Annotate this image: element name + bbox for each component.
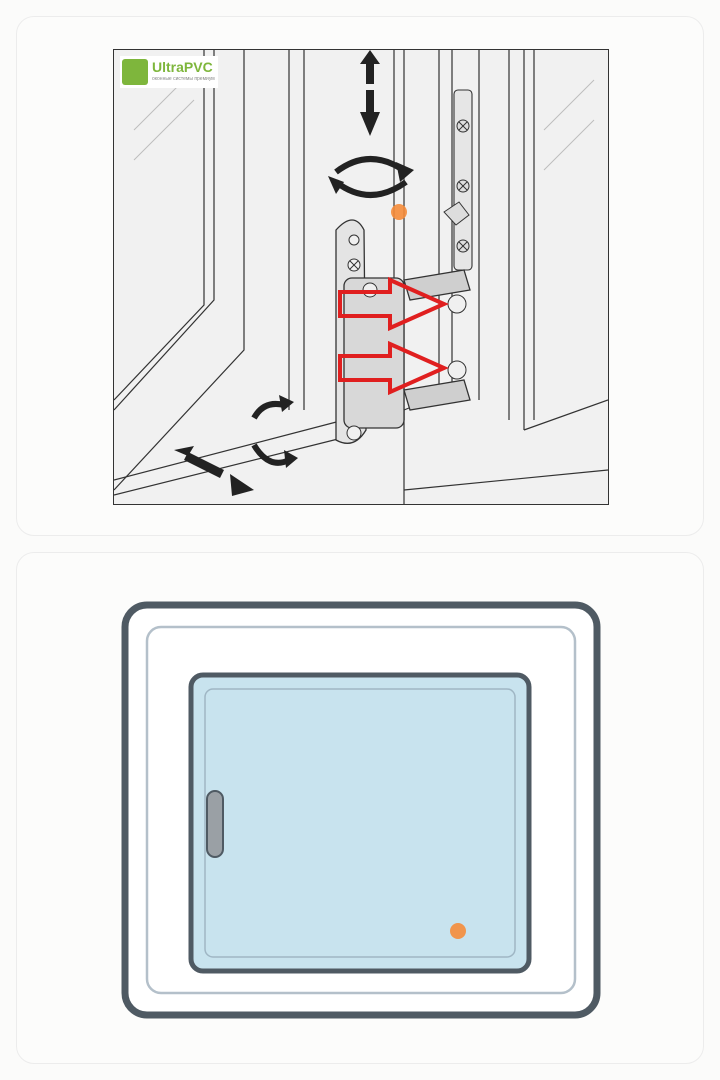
window-handle bbox=[206, 790, 224, 858]
adjustment-arrows bbox=[174, 50, 449, 496]
hotspot-marker[interactable] bbox=[450, 923, 466, 939]
sash-glass-bead bbox=[204, 688, 516, 958]
window-sash bbox=[188, 672, 532, 974]
red-outline-arrow-icon bbox=[338, 276, 449, 396]
horizontal-arrow-icon bbox=[174, 446, 254, 496]
hinge-illustration-card: UltraPVC оконные системы премиум bbox=[16, 16, 704, 536]
rotate-arrow-icon bbox=[251, 400, 291, 466]
rotate-arrow-icon bbox=[334, 156, 408, 198]
hotspot-marker[interactable] bbox=[391, 204, 407, 220]
hinge-drawing bbox=[114, 50, 608, 504]
hinge-illustration: UltraPVC оконные системы премиум bbox=[113, 49, 609, 505]
window-diagram-card bbox=[16, 552, 704, 1064]
window-diagram bbox=[121, 601, 601, 1019]
vertical-arrow-icon bbox=[360, 50, 380, 136]
house-logo-icon bbox=[122, 59, 148, 85]
brand-name: UltraPVC bbox=[152, 59, 213, 75]
brand-tagline: оконные системы премиум bbox=[152, 76, 215, 82]
brand-logo: UltraPVC оконные системы премиум bbox=[120, 56, 218, 88]
